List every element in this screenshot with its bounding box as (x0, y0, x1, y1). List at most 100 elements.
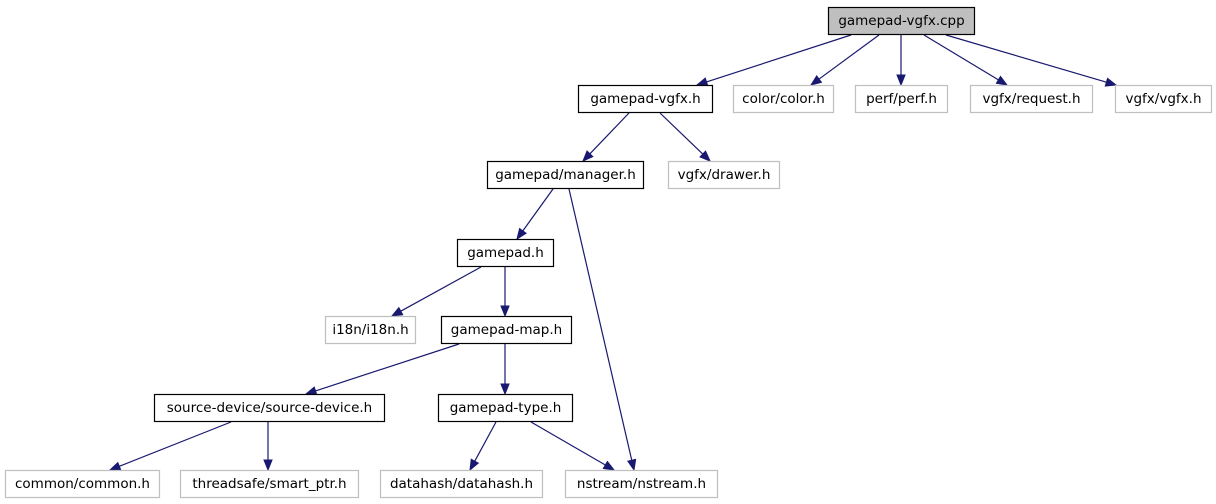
node-label: gamepad-type.h (450, 400, 562, 416)
node-gamepad-vgfx-cpp[interactable]: gamepad-vgfx.cpp (827, 6, 976, 36)
node-box (564, 469, 719, 499)
edge-line (945, 34, 1107, 83)
arrowhead (582, 150, 594, 162)
node-datahash-datahash-h: datahash/datahash.h (379, 469, 544, 499)
edge-gamepad-type-h-to-datahash-h (469, 421, 497, 472)
node-label: datahash/datahash.h (390, 476, 533, 492)
node-label: color/color.h (742, 91, 825, 107)
node-gamepad-vgfx-h[interactable]: gamepad-vgfx.h (577, 84, 714, 114)
node-box (486, 160, 645, 190)
edge-manager-h-to-nstream-h (568, 188, 637, 472)
edge-line (818, 34, 880, 80)
node-box (153, 393, 386, 423)
node-perf-perf-h: perf/perf.h (854, 84, 949, 114)
node-box (179, 469, 360, 499)
arrowhead (699, 150, 711, 162)
edge-source-device-h-to-common-h (108, 421, 232, 471)
arrowhead (516, 227, 527, 241)
edge-gamepad-h-to-i18n-h (390, 266, 482, 317)
node-label: gamepad-vgfx.h (590, 91, 700, 107)
node-label: gamepad.h (467, 245, 544, 261)
edge-line (474, 421, 497, 462)
arrowhead (896, 74, 906, 87)
node-box (969, 84, 1094, 114)
edge-line (589, 112, 630, 155)
arrowhead (695, 77, 709, 87)
edge-line (706, 34, 852, 83)
edge-root-to-color-h (809, 34, 880, 86)
edge-line (923, 34, 999, 81)
edge-root-to-vgfx-h (945, 34, 1118, 87)
node-common-common-h: common/common.h (4, 469, 161, 499)
node-box (732, 84, 835, 114)
edge-gamepad-map-h-to-gamepad-type-h (500, 344, 510, 396)
node-box (1114, 84, 1213, 114)
node-label: vgfx/request.h (982, 91, 1080, 107)
arrowhead (500, 383, 510, 396)
node-label: nstream/nstream.h (577, 476, 706, 492)
node-box (379, 469, 544, 499)
node-gamepad-manager-h[interactable]: gamepad/manager.h (486, 160, 645, 190)
node-nstream-nstream-h: nstream/nstream.h (564, 469, 719, 499)
node-label: gamepad/manager.h (495, 167, 636, 183)
edge-source-device-h-to-smart-ptr-h (263, 422, 273, 472)
arrowhead (263, 459, 273, 472)
arrowhead (390, 306, 404, 317)
node-source-device-source-device-h[interactable]: source-device/source-device.h (153, 393, 386, 423)
edge-line (659, 112, 704, 155)
edge-gamepad-map-h-to-source-device-h (304, 343, 460, 396)
node-i18n-i18n-h: i18n/i18n.h (324, 315, 417, 345)
arrowhead (108, 461, 122, 471)
node-label: gamepad-map.h (451, 322, 562, 338)
arrowhead (304, 386, 318, 396)
edge-manager-h-to-gamepad-h (516, 188, 554, 241)
node-label: vgfx/drawer.h (678, 167, 771, 183)
node-box (667, 160, 781, 190)
node-vgfx-drawer-h: vgfx/drawer.h (667, 160, 781, 190)
arrowhead (1104, 77, 1118, 87)
node-label: source-device/source-device.h (167, 400, 373, 416)
edge-gamepad-vgfx-h-to-manager-h (582, 112, 630, 162)
arrowhead (809, 74, 823, 86)
node-gamepad-map-h[interactable]: gamepad-map.h (440, 315, 573, 345)
edges-layer (108, 34, 1118, 472)
edge-gamepad-h-to-gamepad-map-h (500, 267, 510, 318)
edge-line (568, 188, 633, 461)
arrowhead (602, 460, 616, 471)
node-label: gamepad-vgfx.cpp (838, 13, 964, 29)
edge-line (530, 421, 606, 466)
node-color-color-h: color/color.h (732, 84, 835, 114)
node-box (456, 238, 555, 268)
edge-root-to-gamepad-vgfx-h (695, 34, 852, 87)
node-threadsafe-smart-ptr-h: threadsafe/smart_ptr.h (179, 469, 360, 499)
node-label: common/common.h (15, 476, 150, 492)
node-vgfx-request-h: vgfx/request.h (969, 84, 1094, 114)
node-label: perf/perf.h (866, 91, 937, 107)
node-label: vgfx/vgfx.h (1126, 91, 1202, 107)
node-box (854, 84, 949, 114)
node-box (827, 6, 976, 36)
node-box (437, 393, 574, 423)
edge-gamepad-vgfx-h-to-drawer-h (659, 112, 711, 162)
arrowhead (469, 458, 480, 472)
edge-line (119, 421, 232, 467)
node-box (324, 315, 417, 345)
arrowhead (500, 305, 510, 318)
node-gamepad-type-h[interactable]: gamepad-type.h (437, 393, 574, 423)
edge-line (400, 266, 482, 312)
node-label: i18n/i18n.h (332, 322, 408, 338)
edge-root-to-perf-h (896, 35, 906, 87)
node-gamepad-h[interactable]: gamepad.h (456, 238, 555, 268)
node-box (4, 469, 161, 499)
node-label: threadsafe/smart_ptr.h (192, 476, 346, 492)
node-box (577, 84, 714, 114)
edge-line (522, 188, 554, 232)
edge-gamepad-type-h-to-nstream-h (530, 421, 616, 471)
node-box (440, 315, 573, 345)
edge-root-to-request-h (923, 34, 1009, 86)
node-vgfx-vgfx-h: vgfx/vgfx.h (1114, 84, 1213, 114)
nodes-layer: gamepad-vgfx.cpp gamepad-vgfx.h color/colo… (4, 6, 1213, 499)
arrowhead (627, 458, 637, 472)
edge-line (315, 343, 460, 392)
